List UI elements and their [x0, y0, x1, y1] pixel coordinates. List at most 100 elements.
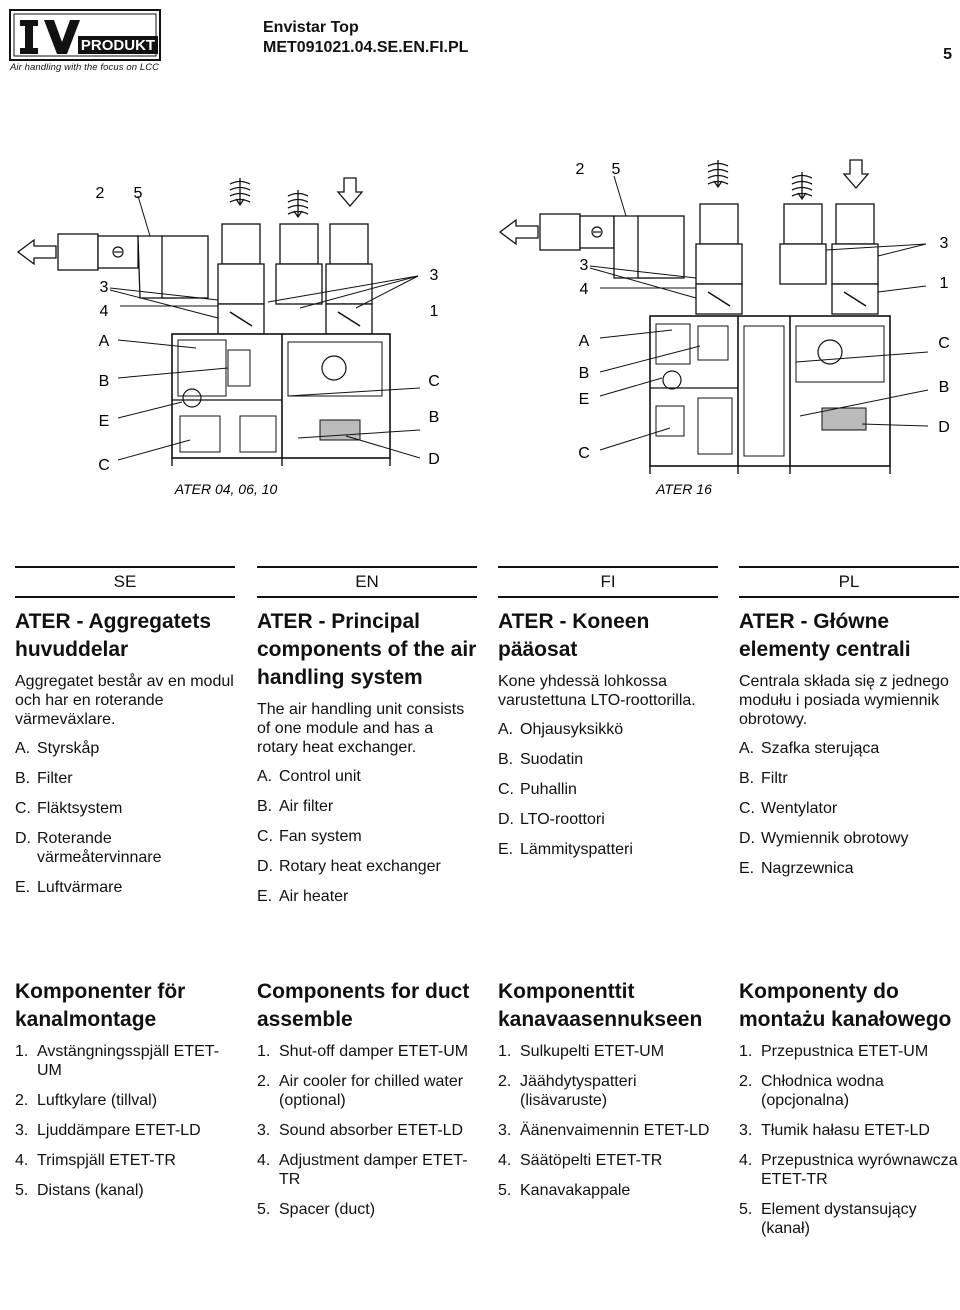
list-item: B.Filtr — [739, 770, 788, 787]
label-3-right-ater16: 3 — [940, 235, 949, 252]
list-item: E.Luftvärmare — [15, 879, 123, 896]
section-intro: The air handling unit consists of one mo… — [257, 701, 465, 756]
section-title: Komponenter för kanalmontage — [15, 980, 186, 1031]
label-3-ater16: 3 — [580, 257, 589, 274]
list-item: A.Szafka sterująca — [739, 740, 880, 757]
section-title: ATER - Główne elementy centrali — [739, 610, 911, 661]
list-item: B.Filter — [15, 770, 73, 787]
list-item: D.Roterande värmeåtervinnare — [15, 830, 162, 866]
lang-header-fi: FI — [498, 566, 718, 598]
label-3-right: 3 — [430, 267, 439, 284]
list-item: D.Wymiennik obrotowy — [739, 830, 909, 847]
list-item: 2.Air cooler for chilled water (optional… — [257, 1073, 464, 1109]
duct-components-fi: Komponenttit kanavaasennukseen 1.Sulkupe… — [498, 978, 718, 1211]
diagram-ater-16: 2 5 3 4 A B E C 3 1 C B D ATER 16 — [499, 159, 950, 497]
components-pl: ATER - Główne elementy centrali Centrala… — [739, 608, 959, 889]
lang-header-se: SE — [15, 566, 235, 598]
duct-components-en: Components for duct assemble 1.Shut-off … — [257, 978, 477, 1230]
label-b: B — [99, 373, 110, 390]
list-item: 4.Trimspjäll ETET-TR — [15, 1152, 176, 1169]
label-b-right-ater16: B — [939, 379, 950, 396]
components-fi: ATER - Koneen pääosat Kone yhdessä lohko… — [498, 608, 718, 870]
list-item: C.Fläktsystem — [15, 800, 123, 817]
section-intro: Centrala składa się z jednego modułu i p… — [739, 673, 949, 728]
label-d-ater16: D — [938, 419, 950, 436]
page-number: 5 — [943, 46, 952, 63]
section-title: ATER - Principal components of the air h… — [257, 610, 477, 689]
list-item: 1.Shut-off damper ETET-UM — [257, 1043, 469, 1060]
label-b-right: B — [429, 409, 440, 426]
section-title: Components for duct assemble — [257, 980, 470, 1031]
list-item: D.Rotary heat exchanger — [257, 858, 441, 875]
label-4-ater16: 4 — [580, 281, 589, 298]
product-name: Envistar Top — [263, 19, 359, 36]
list-item: E.Nagrzewnica — [739, 860, 854, 877]
section-title: Komponenty do montażu kanałowego — [739, 980, 952, 1031]
list-item: 1.Sulkupelti ETET-UM — [498, 1043, 665, 1060]
iv-produkt-logo: PRODUKT — [9, 9, 161, 61]
logo-produkt-text: PRODUKT — [81, 37, 155, 54]
list-item: 4.Adjustment damper ETET-TR — [257, 1152, 468, 1188]
section-title: ATER - Aggregatets huvuddelar — [15, 610, 212, 661]
list-item: 2.Chłodnica wodna (opcjonalna) — [739, 1073, 884, 1109]
label-b-ater16: B — [579, 365, 590, 382]
label-c-right-ater16: C — [938, 335, 950, 352]
label-e-ater16: E — [579, 391, 590, 408]
list-item: C.Fan system — [257, 828, 362, 845]
lang-header-pl: PL — [739, 566, 959, 598]
list-item: A.Ohjausyksikkö — [498, 721, 624, 738]
label-c-ater16: C — [578, 445, 590, 462]
list-item: 5.Kanavakappale — [498, 1182, 631, 1199]
list-item: 3.Äänenvaimennin ETET-LD — [498, 1122, 710, 1139]
list-item: 2.Luftkylare (tillval) — [15, 1092, 158, 1109]
label-e: E — [99, 413, 110, 430]
list-item: 2.Jäähdytyspatteri (lisävaruste) — [498, 1073, 637, 1109]
label-a-ater16: A — [579, 333, 590, 350]
label-1-ater16: 1 — [940, 275, 949, 292]
components-se: ATER - Aggregatets huvuddelar Aggregatet… — [15, 608, 235, 908]
label-c: C — [98, 457, 110, 474]
section-intro: Kone yhdessä lohkossa varustettuna LTO-r… — [498, 673, 696, 709]
list-item: B.Suodatin — [498, 751, 584, 768]
list-item: B.Air filter — [257, 798, 334, 815]
list-item: 1.Przepustnica ETET-UM — [739, 1043, 929, 1060]
list-item: 5.Distans (kanal) — [15, 1182, 144, 1199]
list-item: D.LTO-roottori — [498, 811, 605, 828]
logo-tagline: Air handling with the focus on LCC — [10, 62, 160, 73]
duct-components-se: Komponenter för kanalmontage 1.Avstängni… — [15, 978, 235, 1211]
diagram-ater-04-06-10: 2 5 3 4 A B E C 3 1 C B D ATER 04, 06, 1… — [17, 177, 440, 497]
document-header: Envistar Top MET091021.04.SE.EN.FI.PL — [263, 18, 468, 58]
list-item: E.Air heater — [257, 888, 349, 905]
list-item: E.Lämmityspatteri — [498, 841, 633, 858]
list-item: 3.Ljuddämpare ETET-LD — [15, 1122, 201, 1139]
document-code: MET091021.04.SE.EN.FI.PL — [263, 39, 469, 56]
label-a: A — [99, 333, 110, 350]
list-item: A.Styrskåp — [15, 740, 100, 757]
list-item: 3.Sound absorber ETET-LD — [257, 1122, 464, 1139]
label-5: 5 — [134, 185, 143, 202]
list-item: A.Control unit — [257, 768, 361, 785]
list-item: C.Puhallin — [498, 781, 577, 798]
label-2-ater16: 2 — [576, 161, 585, 178]
list-item: 4.Säätöpelti ETET-TR — [498, 1152, 663, 1169]
duct-components-pl: Komponenty do montażu kanałowego 1.Przep… — [739, 978, 959, 1249]
label-2: 2 — [96, 185, 105, 202]
list-item: C.Wentylator — [739, 800, 838, 817]
label-d: D — [428, 451, 440, 468]
label-c-right: C — [428, 373, 440, 390]
section-title: Komponenttit kanavaasennukseen — [498, 980, 703, 1031]
label-3: 3 — [100, 279, 109, 296]
label-4: 4 — [100, 303, 109, 320]
label-1: 1 — [430, 303, 439, 320]
list-item: 4.Przepustnica wyrównawcza ETET-TR — [739, 1152, 958, 1188]
list-item: 3.Tłumik hałasu ETET-LD — [739, 1122, 930, 1139]
list-item: 5.Element dystansujący (kanał) — [739, 1201, 917, 1237]
section-intro: Aggregatet består av en modul och har en… — [15, 673, 234, 728]
lang-header-en: EN — [257, 566, 477, 598]
caption-ater-16: ATER 16 — [655, 481, 712, 497]
list-item: 1.Avstängningsspjäll ETET-UM — [15, 1043, 220, 1079]
unit-diagrams: 2 5 3 4 A B E C 3 1 C B D ATER 04, 06, 1… — [17, 159, 950, 497]
list-item: 5.Spacer (duct) — [257, 1201, 376, 1218]
label-5-ater16: 5 — [612, 161, 621, 178]
components-en: ATER - Principal components of the air h… — [257, 608, 477, 917]
